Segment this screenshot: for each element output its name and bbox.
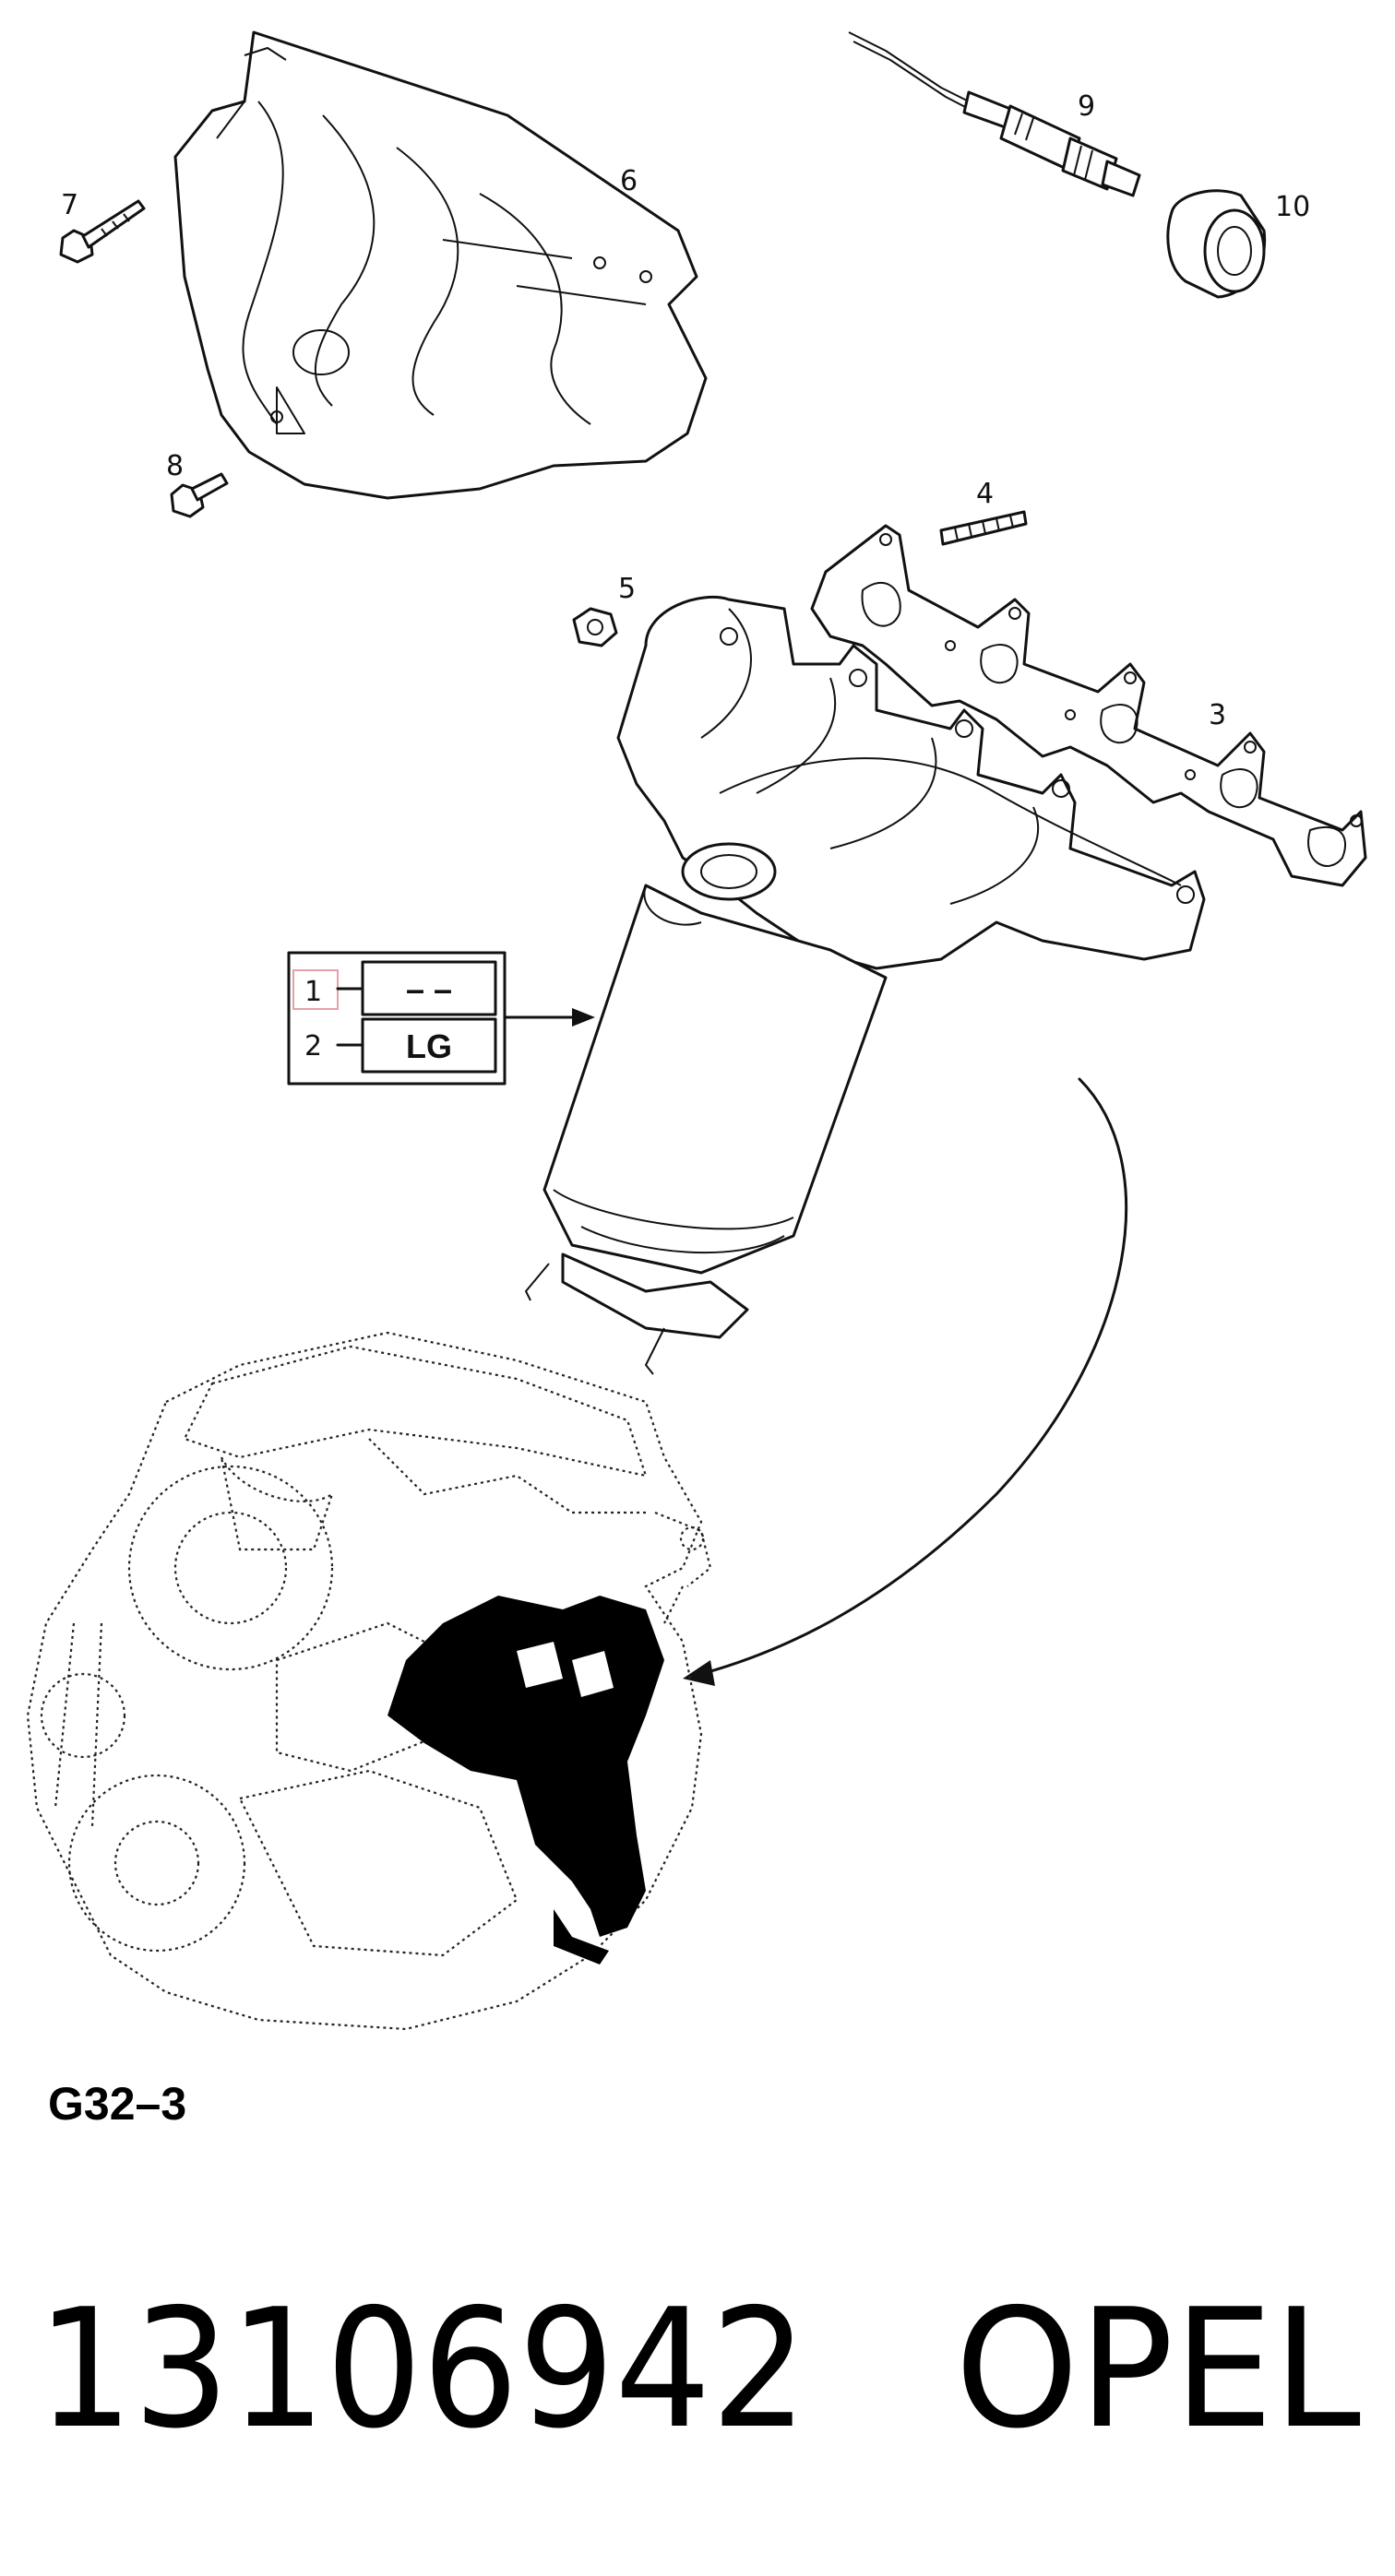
key-row-2-index: 2 [304,1030,322,1062]
brand-name: OPEL [955,2273,1361,2464]
oxygen-sensor-part [848,31,1141,197]
exhaust-manifold-part [525,595,1206,1375]
callout-3: 3 [1209,699,1226,731]
nut-5-part [572,607,618,647]
callout-10: 10 [1275,191,1310,223]
bolt-7-part [59,199,146,264]
sensor-cap-part [1166,189,1267,299]
location-arrow-head-icon [683,1660,715,1686]
callout-5: 5 [618,573,636,605]
location-arrow [683,1077,1128,1686]
bolt-8-part [170,472,229,518]
key-row-1-value: – – [406,970,452,1008]
callout-labels: 1 3 4 5 6 7 8 9 10 [61,90,1310,731]
callout-6: 6 [620,165,638,197]
callout-9: 9 [1078,90,1095,123]
callout-4: 4 [976,478,994,510]
key-table-arrow-icon [572,1008,595,1027]
stud-4-part [939,510,1028,546]
callout-7: 7 [61,189,78,221]
figure-reference: G32–3 [48,2078,186,2130]
key-row-1-index: 1 [304,976,322,1008]
part-number: 13106942 [37,2273,807,2464]
callout-8: 8 [166,450,184,482]
engine-overview-illustration [26,1331,712,2031]
engine-manifold-highlight [388,1596,664,1937]
heat-shield-part [173,30,708,500]
key-table: 1 – – 2 LG [287,951,595,1086]
key-row-2-value: LG [406,1027,452,1065]
gasket-part [810,524,1367,887]
